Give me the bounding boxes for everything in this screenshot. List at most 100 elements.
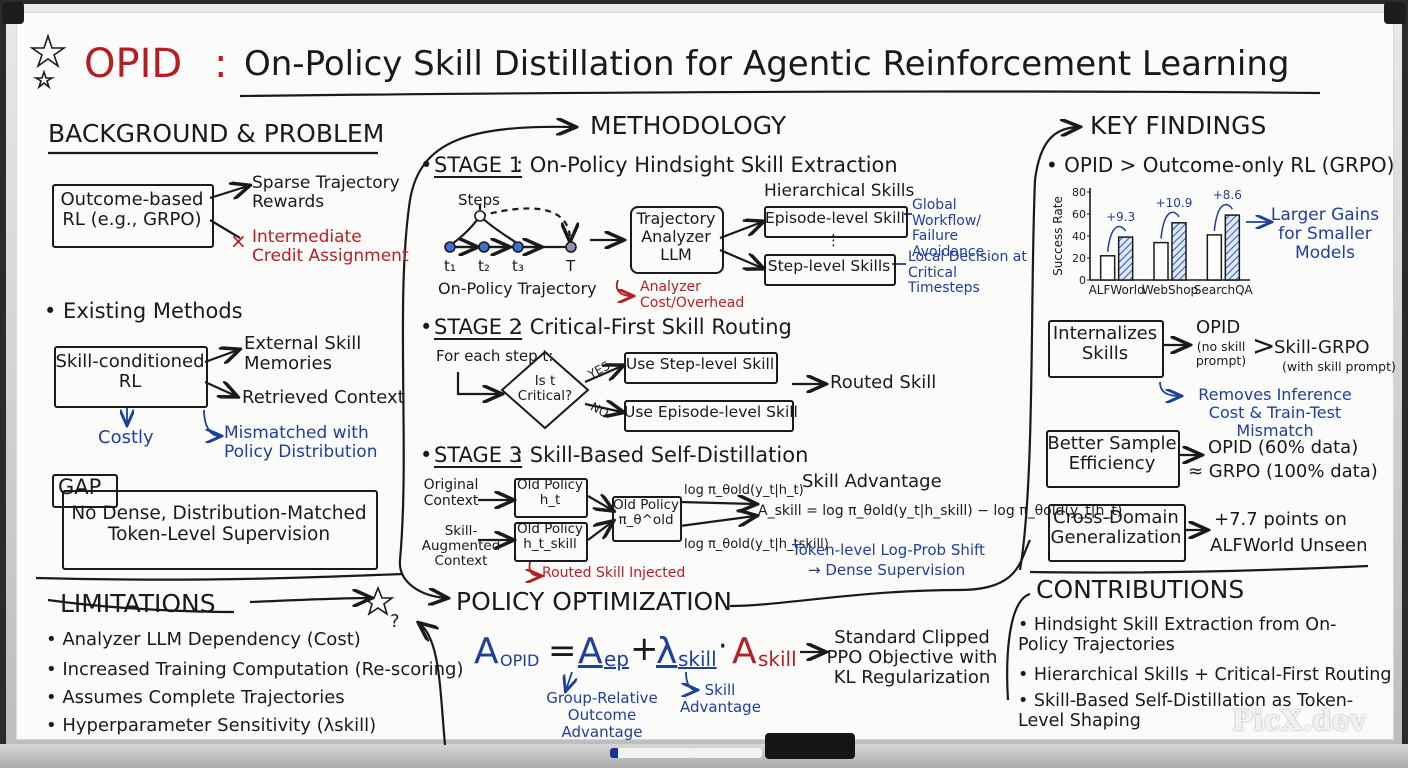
logp-bottom: log π_θold(y_t|h_tskill) [684,537,829,552]
x-tick-label: ALFWorld [1089,283,1145,297]
local-decision: Local Decision at Critical Timesteps [908,249,1027,297]
x-tick-label: WebShop [1142,283,1198,297]
methodology-heading: METHODOLOGY [590,111,787,140]
grpo-data: ≈ GRPO (100% data) [1188,461,1378,482]
stage2-title: : Critical-First Skill Routing [516,315,792,339]
skill-grpo-label: Skill-GRPO [1274,337,1370,358]
decision-label: Is t Critical? [517,373,573,405]
y-tick-label: 60 [1072,208,1086,221]
plus-sign: + [630,629,659,669]
marker [610,748,694,758]
limitation-item: • Hyperparameter Sensitivity (λskill) [46,715,377,736]
limitation-item: • Increased Training Computation (Re-sco… [46,659,464,680]
y-tick-label: 40 [1072,230,1086,243]
y-axis-label: Success Rate [1051,196,1065,276]
sample-efficiency-box [1046,430,1180,488]
findings-heading: KEY FINDINGS [1090,111,1267,140]
group-relative: Group-Relative Outcome Advantage [546,689,658,741]
dot-sign: · [718,629,728,664]
stage1-bullet: • [420,153,433,177]
skill-advantage-label: Skill Advantage [802,471,942,492]
limitations-heading: LIMITATIONS [60,589,216,618]
cross-domain-box [1048,504,1186,562]
skill-conditioned-box [54,346,208,408]
gain-label: +9.3 [1106,210,1135,224]
opid-sub: OPID [500,651,540,670]
limitation-item: • Assumes Complete Trajectories [46,687,345,708]
t-label: t₂ [478,257,490,275]
old-policy-ht-box [514,478,588,518]
credit-assignment: Intermediate Credit Assignment [252,227,409,267]
frame-corner [1384,2,1406,24]
token-shift: Token-level Log-Prob Shift [792,541,985,559]
gain-arrow [1213,203,1233,231]
sample-efficiency-label: Better Sample Efficiency [1047,433,1177,475]
external-memories: External Skill Memories [244,333,362,375]
old-policy-pi-box [612,496,682,542]
equals-sign: = [548,631,577,671]
cross-icon: × [230,229,247,253]
bar-opid [1171,222,1187,281]
gain-label: +10.9 [1156,196,1193,210]
t-label: t₃ [512,257,524,275]
stage3-label: STAGE 3 [434,443,523,467]
a-opid: A [474,631,499,672]
x-tick-label: SearchQA [1194,283,1254,297]
bar-baseline [1206,234,1223,281]
skill-sub: skill [758,647,797,671]
limitation-item: • Analyzer LLM Dependency (Cost) [46,629,361,650]
existing-methods-heading: • Existing Methods [44,299,243,323]
logp-top: log π_θold(y_t|h_t) [684,483,804,498]
a-skill: A [732,631,757,672]
frame-corner [2,2,24,24]
gap-box [62,490,378,570]
episode-skill-box [764,206,908,238]
title-text: On-Policy Skill Distillation for Agentic… [244,44,1290,84]
routed-skill: Routed Skill [830,372,937,393]
no-skill-note: (no skill prompt) [1195,339,1247,368]
global-workflow: Global Workflow/ Failure Avoidance [912,197,985,261]
a-ep: A [578,631,603,672]
use-step-label: Use Step-level Skill [625,355,775,373]
y-tick-label: 20 [1072,252,1086,265]
marker [692,748,762,758]
stage2-bullet: • [420,315,433,339]
eraser [765,733,855,759]
bar-opid [1224,214,1241,281]
t-label: t₁ [444,257,456,275]
use-episode-box [624,400,794,432]
stage3-bullet: • [420,443,433,467]
bar-baseline [1153,241,1169,281]
greater-than: > [1252,329,1276,362]
stage1-title: : On-Policy Hindsight Skill Extraction [516,153,898,177]
gap-label: GAP [58,475,102,499]
bar-opid [1117,236,1134,281]
y-tick-label: 0 [1079,274,1086,287]
board-surface [16,12,1394,740]
step-skill-box [764,254,896,286]
contribution-item: • Hindsight Skill Extraction from On-Pol… [1018,615,1337,655]
use-step-box [624,352,778,384]
alfworld-points: +7.7 points on [1214,509,1347,530]
step-skill-label: Step-level Skills [767,257,891,275]
gain-arrow [1106,225,1127,252]
hierarchical-label: Hierarchical Skills [764,181,915,201]
alfworld-unseen: ALFWorld Unseen [1210,535,1368,556]
findings-claim: • OPID > Outcome-only RL (GRPO) [1046,153,1395,177]
ppo-objective: Standard Clipped PPO Objective with KL R… [826,627,998,689]
stage2-label: STAGE 2 [434,315,523,339]
old-policy-pi-label: Old Policy π_θ^old [612,497,680,529]
for-each-step: For each step t: [436,347,554,365]
analyzer-label: Trajectory Analyzer LLM [636,209,716,264]
outcome-rl-label: Outcome-based RL (e.g., GRPO) [60,189,204,231]
trajectory-label: On-Policy Trajectory [438,279,597,298]
decision-diamond [500,350,590,430]
old-policy-ht-label: Old Policy h_t [516,477,584,509]
removes-inference: Removes Inference Cost & Train-Test Mism… [1198,385,1352,440]
opid-label: OPID [1196,317,1241,338]
opid-data: OPID (60% data) [1208,437,1359,458]
lambda-sub: skill [678,647,717,671]
a-skill-equation: A_skill = log π_θold(y_t|h_skill) − log … [758,503,1123,519]
